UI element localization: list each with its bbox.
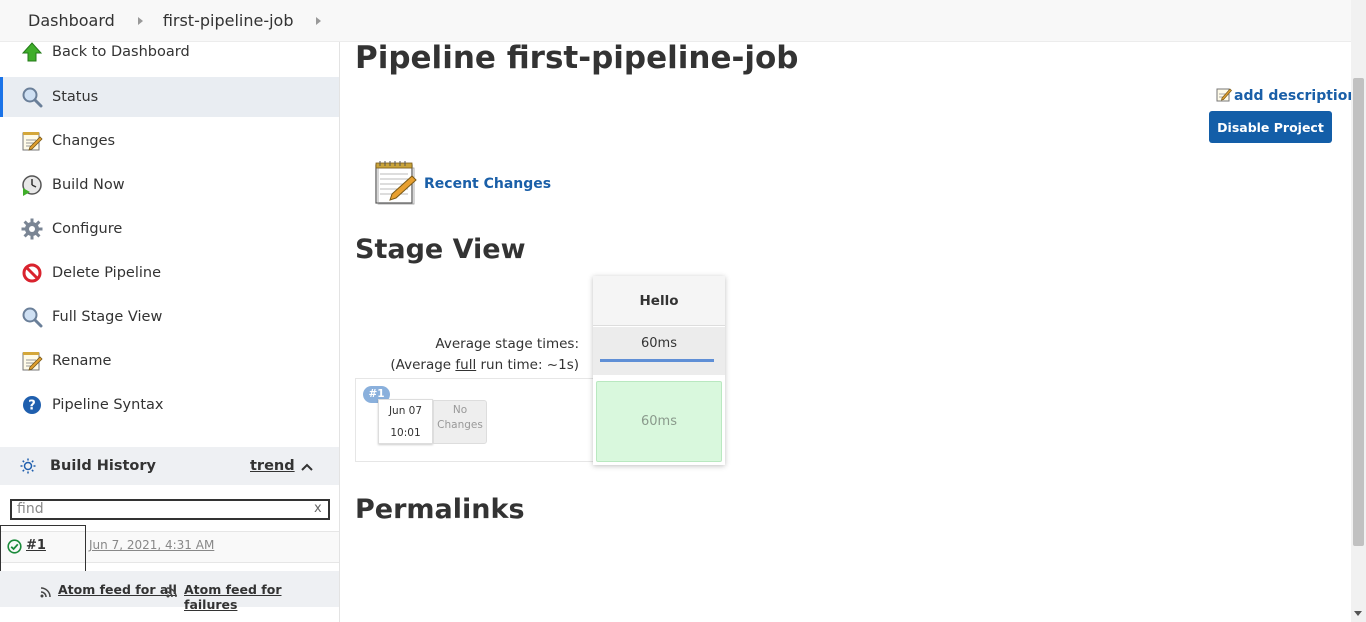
notepad-icon: [21, 350, 43, 372]
sidebar-item-full-stage-view[interactable]: Full Stage View: [0, 297, 339, 337]
edit-icon: [1216, 86, 1232, 106]
full-run-link[interactable]: full: [455, 357, 477, 373]
sidebar-item-label: Changes: [52, 133, 116, 149]
clock-play-icon: [21, 174, 43, 196]
add-description-link[interactable]: add description: [1216, 86, 1357, 106]
notepad-icon[interactable]: [374, 160, 418, 210]
sidebar-item-delete-pipeline[interactable]: Delete Pipeline: [0, 253, 339, 293]
build-history-header: Build History trend: [0, 447, 339, 485]
sidebar-item-label: Rename: [52, 353, 112, 369]
feed-bar: Atom feed for all Atom feed for failures: [0, 571, 339, 612]
breadcrumb-separator-icon[interactable]: [315, 16, 321, 25]
scrollbar[interactable]: [1351, 0, 1366, 622]
scrollbar-thumb[interactable]: [1353, 78, 1364, 546]
stage-average-bar: [600, 359, 714, 362]
stage-cell-success[interactable]: 60ms: [596, 381, 722, 462]
sidebar-item-rename[interactable]: Rename: [0, 341, 339, 381]
run-badge[interactable]: #1: [363, 386, 390, 403]
page-title: Pipeline first-pipeline-job: [355, 40, 799, 76]
permalinks-heading: Permalinks: [355, 494, 525, 525]
run-date-card[interactable]: Jun 07 10:01: [378, 399, 433, 444]
clear-search-button[interactable]: x: [314, 501, 322, 516]
run-time: 10:01: [390, 427, 421, 439]
stage-column-hello: Hello 60ms 60ms: [593, 276, 725, 465]
chevron-up-icon[interactable]: [300, 460, 314, 476]
sidebar-item-label: Build Now: [52, 177, 125, 193]
sidebar-item-label: Delete Pipeline: [52, 265, 161, 281]
disable-project-button[interactable]: Disable Project: [1209, 111, 1332, 143]
magnifier-icon: [21, 306, 43, 328]
success-icon: [7, 539, 22, 558]
atom-feed-all-link[interactable]: Atom feed for all: [58, 582, 177, 597]
avg-run-time-label: (Average full run time: ~1s): [390, 357, 579, 373]
breadcrumb-job[interactable]: first-pipeline-job: [162, 11, 294, 30]
stage-average-value: 60ms: [641, 336, 677, 351]
build-date-link[interactable]: Jun 7, 2021, 4:31 AM: [89, 538, 215, 552]
help-icon: ?: [21, 394, 43, 416]
rss-icon: [40, 586, 51, 602]
breadcrumb-dashboard[interactable]: Dashboard: [28, 11, 115, 30]
breadcrumb-separator-icon[interactable]: [137, 16, 143, 25]
svg-text:?: ?: [28, 399, 36, 414]
table-row: [0, 531, 339, 563]
stage-view-run-row: [355, 378, 594, 462]
scroll-down-icon[interactable]: [1354, 611, 1362, 616]
sidebar-item-label: Configure: [52, 221, 123, 237]
sidebar-item-pipeline-syntax[interactable]: ? Pipeline Syntax: [0, 385, 339, 425]
sidebar-item-changes[interactable]: Changes: [0, 121, 339, 161]
build-history-title: Build History: [50, 458, 156, 474]
stage-header: Hello: [593, 276, 725, 326]
build-number-link[interactable]: #1: [26, 538, 46, 553]
sidebar-item-label: Back to Dashboard: [52, 44, 190, 60]
build-search-input[interactable]: find: [10, 499, 330, 520]
breadcrumb: Dashboard first-pipeline-job: [0, 0, 1351, 42]
run-date: Jun 07: [388, 405, 423, 417]
no-entry-icon: [21, 262, 43, 284]
sidebar-item-label: Pipeline Syntax: [52, 397, 164, 413]
add-description-label: add description: [1234, 88, 1358, 104]
gear-icon: [21, 218, 43, 240]
magnifier-icon: [21, 86, 43, 108]
stage-average: 60ms: [593, 327, 725, 375]
avg-stage-times-label: Average stage times:: [435, 336, 579, 352]
sidebar-item-label: Status: [52, 89, 99, 105]
rss-icon: [166, 586, 177, 602]
up-arrow-icon: [21, 41, 43, 63]
sidebar-item-build-now[interactable]: Build Now: [0, 165, 339, 205]
sidebar-item-status[interactable]: Status: [0, 77, 339, 117]
sidebar-item-configure[interactable]: Configure: [0, 209, 339, 249]
sidebar-item-label: Full Stage View: [52, 309, 163, 325]
notepad-icon: [21, 130, 43, 152]
sidebar: Back to Dashboard Status Changes Build N…: [0, 42, 340, 622]
sun-icon: [20, 458, 36, 478]
recent-changes-link[interactable]: Recent Changes: [424, 176, 552, 192]
stage-view-heading: Stage View: [355, 234, 526, 265]
run-changes[interactable]: No Changes: [433, 400, 487, 444]
sidebar-item-back-to-dashboard[interactable]: Back to Dashboard: [0, 32, 339, 72]
trend-link[interactable]: trend: [250, 458, 295, 474]
atom-feed-failures-link[interactable]: Atom feed for failures: [184, 582, 282, 612]
